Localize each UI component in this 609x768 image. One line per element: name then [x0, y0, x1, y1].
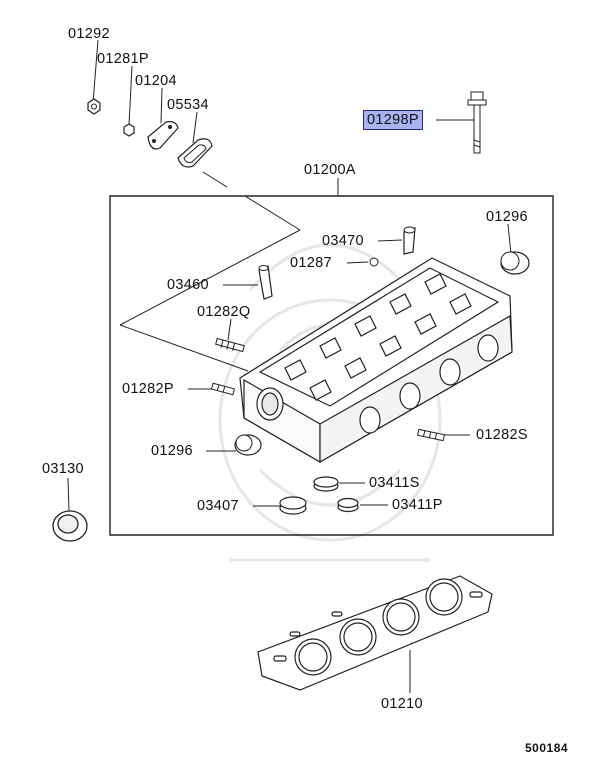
- label-05534[interactable]: 05534: [167, 97, 209, 113]
- plug-01296-top: [500, 251, 530, 275]
- head-gasket-01210: [257, 575, 493, 691]
- label-03460[interactable]: 03460: [167, 277, 209, 293]
- plug-01296-bottom: [234, 434, 262, 456]
- gasket-05534: [177, 138, 213, 168]
- label-01282P[interactable]: 01282P: [122, 381, 174, 397]
- label-01204[interactable]: 01204: [135, 73, 177, 89]
- label-03130[interactable]: 03130: [42, 461, 84, 477]
- stud-01282Q: [215, 337, 245, 353]
- label-01298P-highlighted[interactable]: 01298P: [363, 110, 423, 130]
- label-03411S[interactable]: 03411S: [369, 475, 420, 491]
- figure-number: 500184: [525, 741, 569, 755]
- label-03411P[interactable]: 03411P: [392, 497, 443, 513]
- bolt-01298P: [467, 91, 487, 154]
- label-01282Q[interactable]: 01282Q: [197, 304, 251, 320]
- label-01210[interactable]: 01210: [381, 696, 423, 712]
- label-01296-top[interactable]: 01296: [486, 209, 528, 225]
- cylinder-head: [239, 257, 513, 464]
- ring-03411P: [337, 497, 359, 513]
- stud-01282S: [417, 428, 445, 442]
- label-01292[interactable]: 01292: [68, 26, 110, 42]
- stud-01282P: [210, 382, 236, 396]
- ring-03411S: [313, 476, 339, 492]
- cover-plate-01204: [147, 121, 179, 150]
- sleeve-03470: [403, 226, 416, 255]
- nut-01292: [87, 98, 101, 115]
- label-03470[interactable]: 03470: [322, 233, 364, 249]
- tube-03460: [258, 265, 273, 300]
- nut-01281P: [123, 123, 135, 137]
- cylinder-head-assembly-frame: [109, 195, 554, 536]
- label-03407[interactable]: 03407: [197, 498, 239, 514]
- oil-seal-03130: [52, 510, 88, 542]
- label-01296-bottom[interactable]: 01296: [151, 443, 193, 459]
- label-01282S[interactable]: 01282S: [476, 427, 528, 443]
- plug-01287: [369, 257, 379, 267]
- label-01281P[interactable]: 01281P: [97, 51, 149, 67]
- leader-lines: [67, 39, 512, 693]
- ring-03407: [279, 496, 307, 515]
- label-01287[interactable]: 01287: [290, 255, 332, 271]
- label-01200A[interactable]: 01200A: [304, 162, 356, 178]
